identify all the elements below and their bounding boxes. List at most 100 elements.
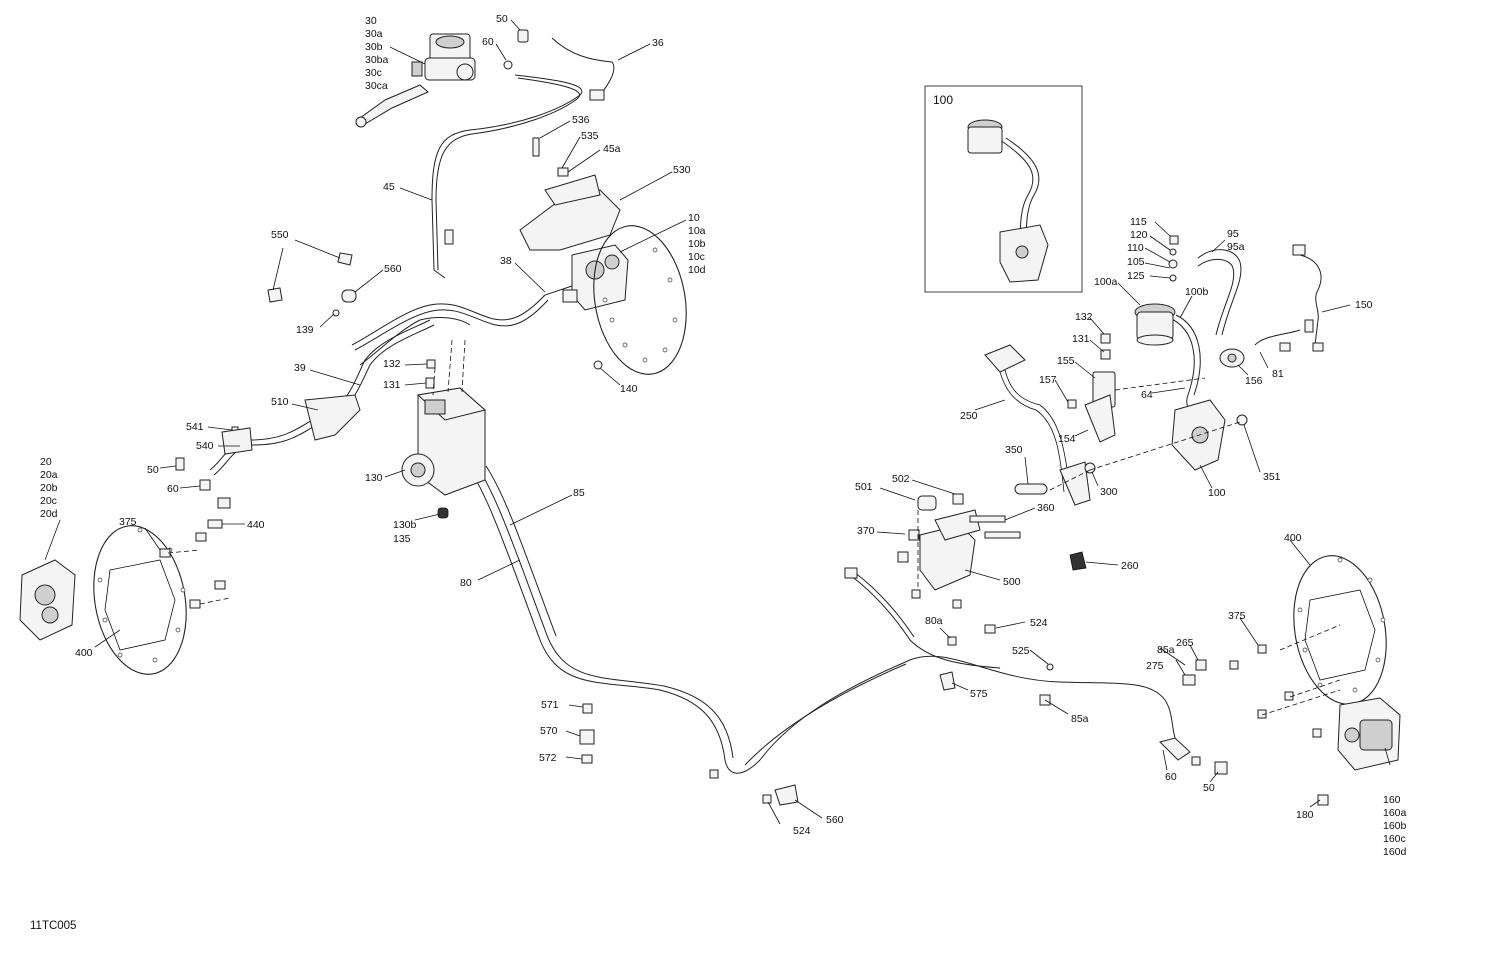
- callout-540: 540: [196, 440, 214, 452]
- callout-400b: 400: [1284, 532, 1302, 544]
- callout-524b: 524: [793, 825, 811, 837]
- callout-560b: 560: [826, 814, 844, 826]
- callout-370: 370: [857, 525, 875, 537]
- pedal-bracket-500: [919, 509, 981, 591]
- drawing-code: 11TC005: [30, 920, 76, 932]
- sensor-155: [1084, 371, 1116, 443]
- callout-125: 125: [1127, 270, 1145, 282]
- callout-400: 400: [75, 647, 93, 659]
- callout-525: 525: [1012, 645, 1030, 657]
- callout-524: 524: [1030, 617, 1048, 629]
- callout-155: 155: [1057, 355, 1075, 367]
- callout-501: 501: [855, 481, 873, 493]
- front-right-disc: [593, 225, 687, 375]
- reservoir-inset-box: [924, 85, 1083, 293]
- inset-label: 100: [933, 93, 953, 107]
- callout-80: 80: [460, 577, 472, 589]
- callout-60c: 60: [1165, 771, 1177, 783]
- callout-375b: 375: [1228, 610, 1246, 622]
- callout-150: 150: [1355, 299, 1373, 311]
- callout-38: 38: [500, 255, 512, 267]
- callout-300: 300: [1100, 486, 1118, 498]
- callout-45a: 45a: [603, 143, 621, 155]
- callout-250: 250: [960, 410, 978, 422]
- callout-50: 50: [496, 13, 508, 25]
- callout-85a-lower: 85a: [1071, 713, 1089, 725]
- callout-560: 560: [384, 263, 402, 275]
- callout-350: 350: [1005, 444, 1023, 456]
- callout-115: 115: [1130, 216, 1147, 228]
- callout-140: 140: [620, 383, 638, 395]
- callout-110: 110: [1127, 242, 1144, 254]
- front-right-caliper: [562, 244, 629, 311]
- callout-130: 130: [365, 472, 383, 484]
- callout-50b: 50: [147, 464, 159, 476]
- front-left-disc: [93, 525, 187, 675]
- callout-131b: 131: [1072, 333, 1090, 345]
- callout-440: 440: [247, 519, 265, 531]
- callout-64: 64: [1141, 389, 1153, 401]
- callout-260: 260: [1121, 560, 1139, 572]
- callout-351: 351: [1263, 471, 1281, 483]
- callout-131: 131: [383, 379, 401, 391]
- callout-570: 570: [540, 725, 558, 737]
- callout-100c: 100: [1208, 487, 1226, 499]
- rear-disc: [1293, 555, 1387, 705]
- callout-154: 154: [1058, 433, 1076, 445]
- callout-85: 85: [573, 487, 585, 499]
- callout-132b: 132: [1075, 311, 1093, 323]
- callout-530: 530: [673, 164, 691, 176]
- callout-100b: 100b: [1185, 286, 1209, 298]
- callout-575: 575: [970, 688, 988, 700]
- callout-139: 139: [296, 324, 314, 336]
- fasteners: [159, 29, 1329, 806]
- callout-157: 157: [1039, 374, 1057, 386]
- callout-81: 81: [1272, 368, 1284, 380]
- callout-36: 36: [652, 37, 664, 49]
- rear-caliper: [1337, 697, 1401, 771]
- rear-reservoir: [1134, 303, 1176, 346]
- callout-80a: 80a: [925, 615, 943, 627]
- assembly-lines: [167, 339, 1341, 716]
- callout-502: 502: [892, 473, 910, 485]
- callout-180: 180: [1296, 809, 1314, 821]
- front-master-cylinder: [355, 33, 476, 128]
- callout-156: 156: [1245, 375, 1263, 387]
- callout-550: 550: [271, 229, 289, 241]
- callout-39: 39: [294, 362, 306, 374]
- callout-265: 265: [1176, 637, 1194, 649]
- callout-60: 60: [482, 36, 494, 48]
- callout-100a: 100a: [1094, 276, 1118, 288]
- callout-571: 571: [541, 699, 559, 711]
- callout-50c: 50: [1203, 782, 1215, 794]
- switch-156: [1219, 348, 1245, 368]
- callout-360: 360: [1037, 502, 1055, 514]
- callout-375: 375: [119, 516, 137, 528]
- callout-535: 535: [581, 130, 599, 142]
- abs-bracket-530: [519, 174, 621, 251]
- callout-510: 510: [271, 396, 289, 408]
- callout-572: 572: [539, 752, 557, 764]
- callout-45: 45: [383, 181, 395, 193]
- callout-536: 536: [572, 114, 590, 126]
- leader-lines: [44, 19, 1391, 825]
- callout-60b: 60: [167, 483, 179, 495]
- abs-module: [401, 387, 487, 519]
- callout-132: 132: [383, 358, 401, 370]
- callout-105: 105: [1127, 256, 1145, 268]
- callout-120: 120: [1130, 229, 1148, 241]
- callout-541: 541: [186, 421, 204, 433]
- brake-pedal: [984, 344, 1091, 506]
- front-left-caliper: [19, 559, 76, 641]
- callout-500: 500: [1003, 576, 1021, 588]
- callout-275: 275: [1146, 660, 1164, 672]
- callout-85a-upper: 85a: [1157, 644, 1175, 656]
